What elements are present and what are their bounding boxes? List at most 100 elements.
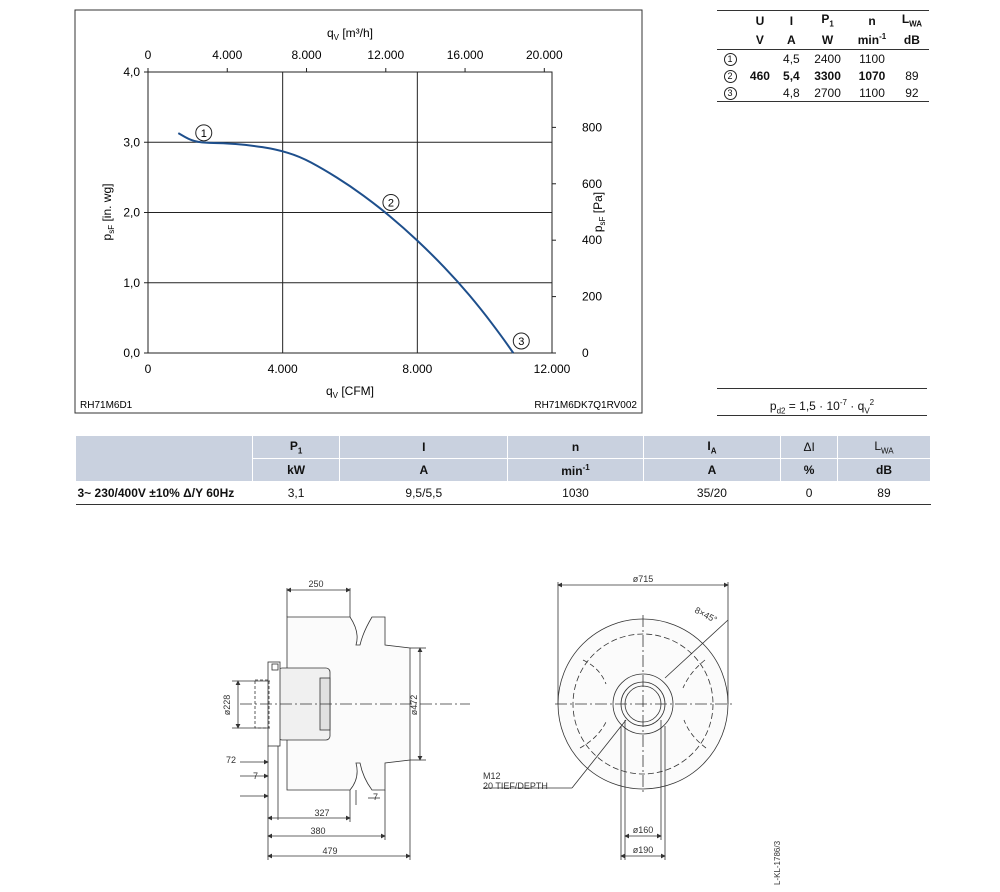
op-u-p: W bbox=[805, 30, 850, 50]
motor-data-table: P1 I n IA ΔI LWA kW A min-1 A % dB 3~ 23… bbox=[75, 435, 932, 505]
motor-h-i: I bbox=[339, 435, 509, 459]
motor-units-row: kW A min-1 A % dB bbox=[76, 458, 932, 482]
y-left-tick-label: 1,0 bbox=[123, 276, 140, 290]
dimension-drawing: 250 ø228 ø472 72 7 7 327 380 479 bbox=[222, 574, 782, 885]
op-cell: 4,5 bbox=[783, 51, 800, 66]
dim-380: 380 bbox=[310, 826, 325, 836]
dim-d228: ø228 bbox=[222, 695, 232, 716]
motor-h-n: n bbox=[507, 435, 644, 459]
op-point-marker: 1 bbox=[717, 50, 743, 68]
op-cell: 5,4 bbox=[783, 68, 800, 83]
operating-point-marker bbox=[512, 332, 530, 350]
dim-72: 72 bbox=[226, 755, 236, 765]
chart-frame bbox=[74, 9, 643, 414]
document-code: L-KL-1786/3 bbox=[773, 840, 782, 885]
op-row: 3 4,8 2700 1100 92 bbox=[717, 84, 929, 102]
op-cell: 2700 bbox=[805, 84, 850, 102]
motor-cell: 89 bbox=[837, 481, 931, 505]
op-h-l: LWA bbox=[894, 10, 929, 30]
dim-holes: 8×45° bbox=[693, 605, 719, 625]
op-units-row: V A W min-1 dB bbox=[717, 30, 929, 50]
motor-h-ia: IA bbox=[642, 435, 782, 459]
op-cell: 1100 bbox=[859, 51, 885, 66]
x-bottom-tick-label: 12.000 bbox=[534, 362, 571, 376]
op-cell: 4,8 bbox=[776, 84, 806, 102]
chart-code-left: RH71M6D1 bbox=[80, 400, 133, 411]
op-blank bbox=[717, 10, 743, 30]
dim-d160: ø160 bbox=[633, 825, 654, 835]
fan-curve-line bbox=[177, 132, 515, 354]
motor-u-i: A bbox=[339, 458, 509, 482]
x-top-tick-label: 0 bbox=[145, 48, 152, 62]
x-top-tick-label: 8.000 bbox=[292, 48, 322, 62]
op-u-u: V bbox=[743, 30, 777, 50]
motor-cell: 9,5/5,5 bbox=[339, 481, 508, 505]
x-top-tick-label: 4.000 bbox=[212, 48, 242, 62]
dim-m12: M12 bbox=[483, 771, 501, 781]
y-left-tick-label: 4,0 bbox=[123, 65, 140, 79]
y-left-axis-title: psF [in. wg] bbox=[100, 184, 116, 241]
fan-curve bbox=[177, 132, 515, 354]
op-point-marker: 2 bbox=[717, 67, 743, 84]
op-cell: 2400 bbox=[814, 51, 841, 66]
op-cell: 89 bbox=[905, 68, 919, 83]
motor-data-row: 3~ 230/400V ±10% Δ/Y 60Hz 3,1 9,5/5,5 10… bbox=[75, 481, 931, 505]
y-right-tick-label: 800 bbox=[582, 120, 602, 134]
y-right-tick-label: 600 bbox=[582, 177, 602, 191]
motor-u-n: min-1 bbox=[507, 458, 644, 482]
y-right-tick-label: 0 bbox=[582, 346, 589, 360]
x-top-tick-label: 16.000 bbox=[447, 48, 484, 62]
dim-250: 250 bbox=[308, 579, 323, 589]
op-u-i: A bbox=[776, 30, 806, 50]
dim-depth: 20 TIEF/DEPTH bbox=[483, 781, 548, 791]
op-h-p: P1 bbox=[805, 10, 850, 30]
op-row: 1 4,5 2400 1100 bbox=[717, 50, 929, 68]
front-view bbox=[483, 582, 733, 860]
op-u-n: min-1 bbox=[849, 30, 895, 50]
side-view-labels: 250 ø228 ø472 72 7 7 327 380 479 bbox=[222, 579, 419, 856]
motor-u-ia: A bbox=[642, 458, 782, 482]
operating-points-table: U I P1 n LWA V A W min-1 dB 1 4,5 2400 1… bbox=[717, 10, 929, 102]
side-view bbox=[232, 587, 470, 860]
op-cell bbox=[743, 84, 777, 102]
op-row: 2 460 5,4 3300 1070 89 bbox=[717, 67, 929, 84]
y-left-tick-label: 0,0 bbox=[123, 346, 140, 360]
blade-arcs bbox=[579, 659, 707, 749]
motor-u-di: % bbox=[780, 458, 838, 482]
motor-cell: 3,1 bbox=[252, 481, 340, 505]
motor-blank-header bbox=[75, 435, 253, 482]
x-bottom-tick-label: 8.000 bbox=[402, 362, 432, 376]
op-cell bbox=[743, 50, 777, 68]
dim-d472: ø472 bbox=[409, 695, 419, 716]
op-cell: 460 bbox=[749, 68, 770, 83]
grid-lines bbox=[148, 72, 552, 353]
motor-u-lwa: dB bbox=[836, 458, 932, 482]
dim-d715: ø715 bbox=[633, 574, 654, 584]
y-left-tick-label: 2,0 bbox=[123, 206, 140, 220]
y-left-tick-label: 3,0 bbox=[123, 135, 140, 149]
motor-h-lwa: LWA bbox=[836, 435, 932, 459]
motor-header-row: P1 I n IA ΔI LWA bbox=[75, 435, 932, 482]
dim-7b: 7 bbox=[373, 792, 378, 802]
operating-point-marker-label: 3 bbox=[518, 336, 524, 348]
dim-327: 327 bbox=[314, 808, 329, 818]
op-h-i: I bbox=[776, 10, 806, 30]
motor-h-di: ΔI bbox=[780, 435, 838, 459]
operating-point-marker-label: 2 bbox=[388, 197, 394, 209]
op-blank bbox=[717, 30, 743, 50]
op-cell: 92 bbox=[894, 84, 929, 102]
op-point-marker: 3 bbox=[717, 84, 743, 102]
dim-7a: 7 bbox=[253, 771, 258, 781]
op-h-n: n bbox=[849, 10, 895, 30]
x-bottom-tick-label: 4.000 bbox=[268, 362, 298, 376]
operating-point-marker bbox=[195, 124, 213, 142]
dim-d190: ø190 bbox=[633, 845, 654, 855]
motor-cell: 1030 bbox=[507, 481, 644, 505]
pressure-formula: pd2 = 1,5 · 10-7 · qV2 bbox=[717, 388, 927, 416]
op-h-u: U bbox=[743, 10, 777, 30]
x-top-axis-title: qV [m³/h] bbox=[327, 26, 373, 42]
x-bottom-tick-label: 0 bbox=[145, 362, 152, 376]
operating-point-markers: 123 bbox=[195, 124, 530, 350]
